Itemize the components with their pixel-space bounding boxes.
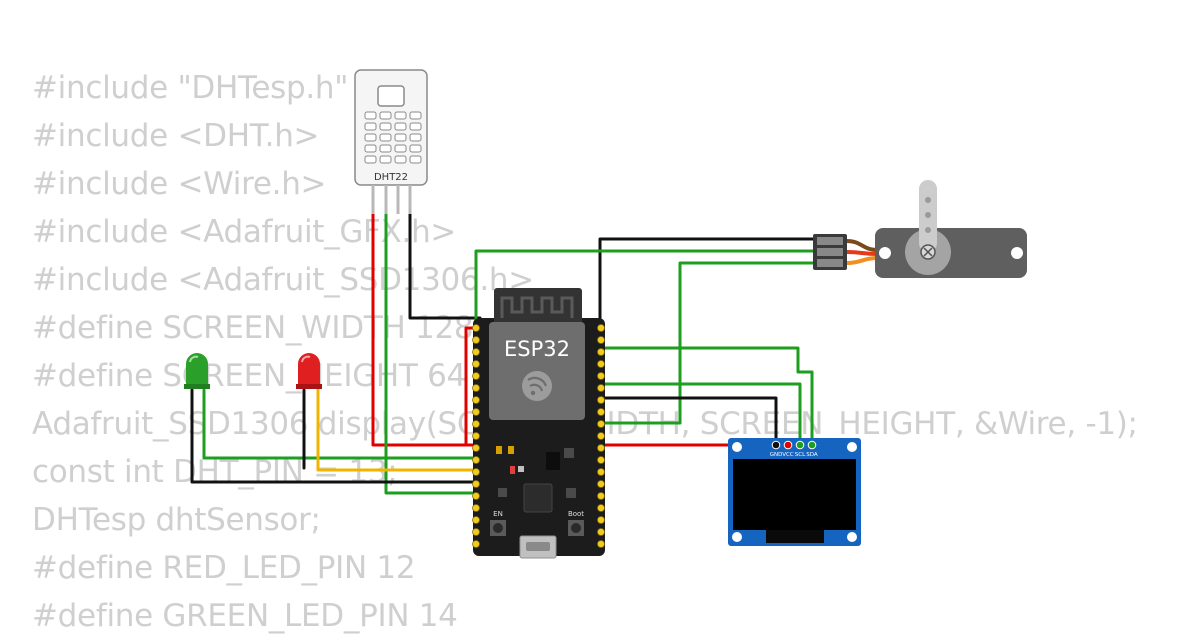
code-line: DHTesp dhtSensor; bbox=[32, 502, 321, 538]
servo-motor[interactable] bbox=[813, 180, 1027, 278]
green-led[interactable] bbox=[184, 353, 210, 389]
usb-port-icon bbox=[519, 535, 557, 559]
esp32-left-pins bbox=[472, 324, 480, 548]
code-line: #define SCREEN_WIDTH 128 bbox=[32, 310, 474, 346]
dht22-pins bbox=[371, 185, 412, 214]
esp32-board[interactable]: ESP32 EN Boot bbox=[472, 288, 606, 559]
esp32-right-pins bbox=[597, 324, 605, 548]
oled-screen bbox=[733, 459, 856, 530]
oled-display[interactable]: GND VCC SCL SDA bbox=[728, 438, 861, 546]
wire-green-led-gnd[interactable] bbox=[190, 388, 478, 484]
wire-oled-sda[interactable] bbox=[596, 346, 814, 447]
wire-dht-vcc[interactable] bbox=[371, 210, 788, 447]
wire-servo-gnd[interactable] bbox=[598, 237, 818, 320]
code-line: #define RED_LED_PIN 12 bbox=[32, 550, 416, 586]
esp32-antenna bbox=[494, 288, 582, 332]
boot-button[interactable] bbox=[568, 520, 584, 536]
red-led[interactable] bbox=[296, 353, 322, 389]
oled-pin-sda: SDA bbox=[806, 452, 818, 458]
oled-pin-vcc: VCC bbox=[782, 452, 794, 458]
oled-pin-gnd: GND bbox=[770, 452, 783, 458]
boot-label: Boot bbox=[568, 510, 584, 518]
wire-oled-scl[interactable] bbox=[596, 382, 802, 447]
code-line: #include "DHTesp.h" bbox=[32, 70, 349, 106]
wire-red-led[interactable] bbox=[316, 388, 478, 472]
code-line: #define GREEN_LED_PIN 14 bbox=[32, 598, 458, 634]
code-line: #include <DHT.h> bbox=[32, 118, 320, 154]
wire-servo-signal[interactable] bbox=[576, 261, 818, 425]
dht22-label: DHT22 bbox=[374, 172, 408, 183]
en-label: EN bbox=[493, 510, 503, 518]
code-background: #include "DHTesp.h" #include <DHT.h> #in… bbox=[32, 64, 1138, 640]
en-button[interactable] bbox=[490, 520, 506, 536]
wire-servo-vcc[interactable] bbox=[474, 249, 818, 340]
wire-green-led[interactable] bbox=[202, 388, 478, 460]
esp32-label: ESP32 bbox=[504, 337, 570, 361]
wire-dht-gnd[interactable] bbox=[408, 210, 482, 320]
wire-oled-gnd[interactable] bbox=[596, 396, 778, 447]
oled-pin-scl: SCL bbox=[795, 452, 806, 458]
dht22-vent-grid bbox=[364, 111, 422, 164]
dht22-sensor[interactable]: DHT22 bbox=[354, 69, 428, 214]
code-line: const int DHT_PIN = 13; bbox=[32, 454, 398, 490]
oled-header-pins bbox=[771, 440, 817, 450]
espressif-logo-icon bbox=[522, 371, 552, 401]
wire-dht-data[interactable] bbox=[384, 210, 478, 495]
code-line: #include <Wire.h> bbox=[32, 166, 327, 202]
